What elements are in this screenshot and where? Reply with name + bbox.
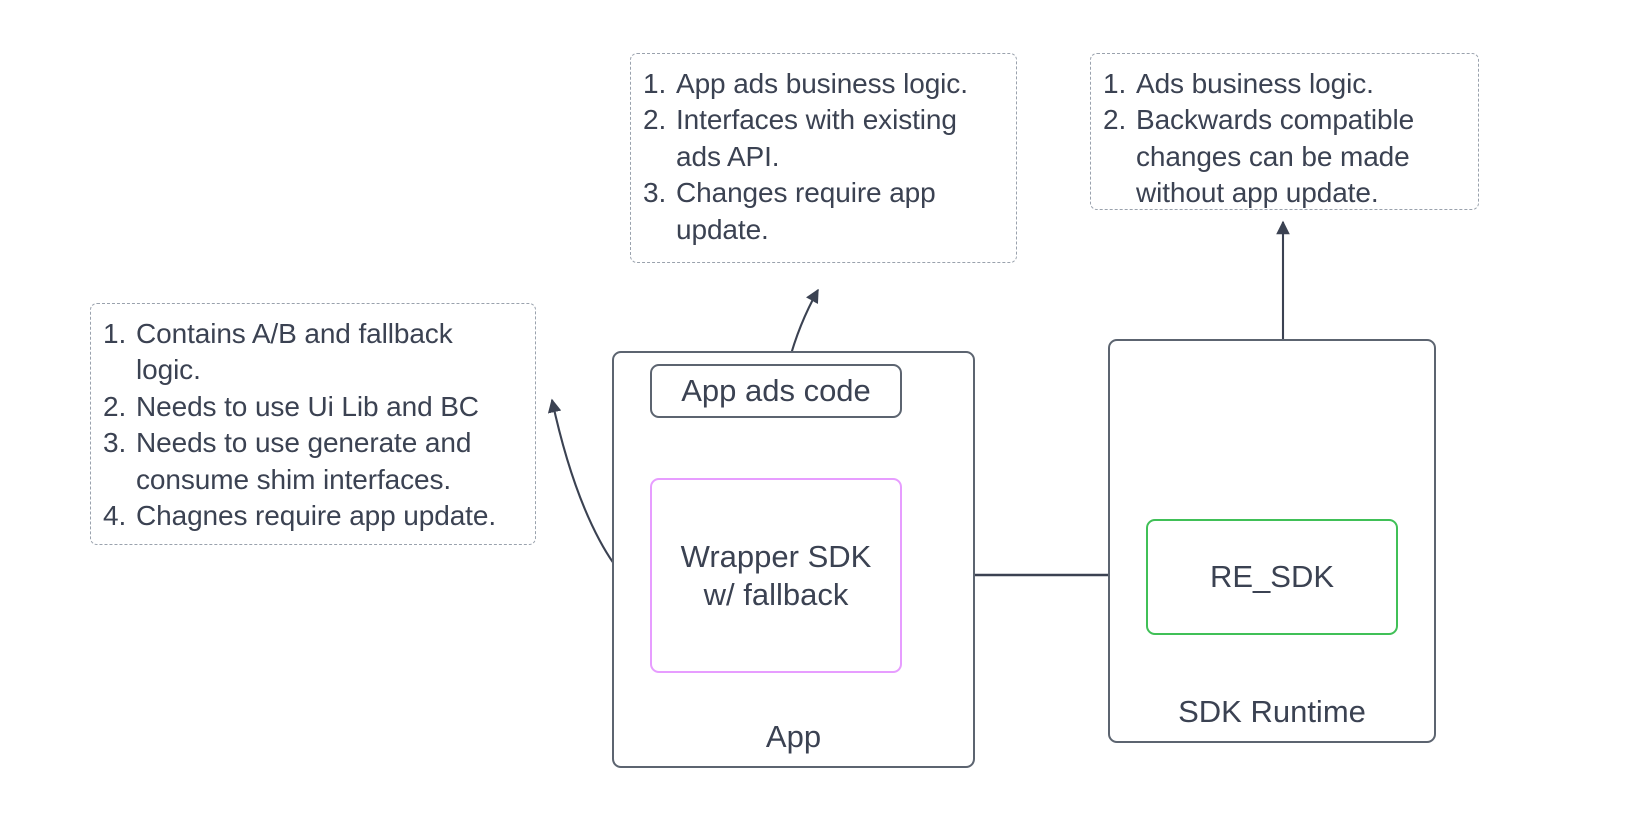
node-app-ads-code-label: App ads code xyxy=(681,373,871,409)
container-app-label: App xyxy=(765,718,822,754)
note-wrapper-sdk: Contains A/B and fallback logic. Needs t… xyxy=(90,303,536,545)
list-item: Ads business logic. xyxy=(1103,66,1374,103)
list-item: Interfaces with existing ads API. xyxy=(643,102,957,172)
note-re-sdk: Ads business logic. Backwards compatible… xyxy=(1090,53,1479,210)
note-app-ads-code-list: App ads business logic. Interfaces with … xyxy=(643,66,1002,248)
list-item: Chagnes require app update. xyxy=(103,498,497,535)
container-sdk-runtime-label: SDK Runtime xyxy=(1178,693,1366,729)
list-item: Needs to use generate and consume shim i… xyxy=(103,425,472,495)
list-item: Changes require app update. xyxy=(643,175,936,245)
node-re-sdk-label: RE_SDK xyxy=(1209,559,1335,595)
node-wrapper-sdk-label: Wrapper SDK w/ fallback xyxy=(680,538,872,612)
node-app-ads-code[interactable]: App ads code xyxy=(650,364,902,418)
list-item: Contains A/B and fallback logic. xyxy=(103,316,453,386)
note-wrapper-sdk-list: Contains A/B and fallback logic. Needs t… xyxy=(103,316,521,535)
note-app-ads-code: App ads business logic. Interfaces with … xyxy=(630,53,1017,263)
node-re-sdk[interactable]: RE_SDK xyxy=(1146,519,1398,635)
node-wrapper-sdk[interactable]: Wrapper SDK w/ fallback xyxy=(650,478,902,673)
list-item: Needs to use Ui Lib and BC xyxy=(103,389,479,426)
list-item: Backwards compatible changes can be made… xyxy=(1103,102,1415,209)
list-item: App ads business logic. xyxy=(643,66,968,103)
note-re-sdk-list: Ads business logic. Backwards compatible… xyxy=(1103,66,1464,212)
